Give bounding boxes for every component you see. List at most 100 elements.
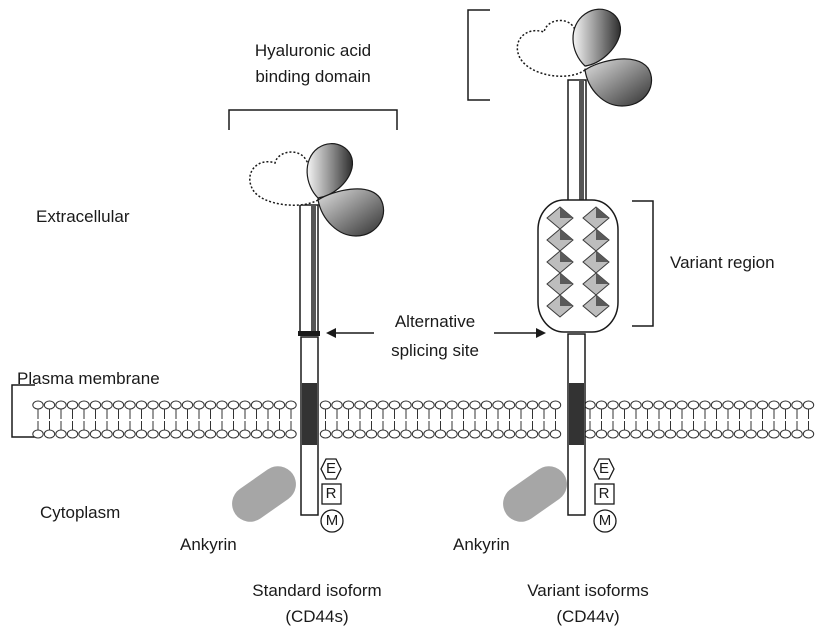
phospholipid-head	[539, 401, 549, 409]
phospholipid-head	[677, 401, 687, 409]
standard-erm-e: E	[319, 460, 343, 478]
phospholipid-head	[642, 430, 652, 438]
phospholipid-head	[631, 430, 641, 438]
phospholipid-head	[263, 430, 273, 438]
phospholipid-head	[228, 430, 238, 438]
phospholipid-head	[665, 430, 675, 438]
phospholipid-head	[688, 401, 698, 409]
phospholipid-head	[56, 430, 66, 438]
variant-isoform	[496, 9, 652, 532]
variant-upper-stalk-core	[579, 80, 584, 202]
phospholipid-head	[504, 401, 514, 409]
phospholipid-head	[447, 430, 457, 438]
phospholipid-head	[458, 401, 468, 409]
phospholipid-head	[723, 401, 733, 409]
phospholipid-head	[757, 430, 767, 438]
phospholipid-head	[44, 401, 54, 409]
phospholipid-head	[435, 430, 445, 438]
phospholipid-head	[504, 430, 514, 438]
phospholipid-head	[700, 430, 710, 438]
phospholipid-head	[711, 401, 721, 409]
standard-stalk-core	[311, 205, 316, 333]
phospholipid-head	[608, 401, 618, 409]
ankyrin-left-label: Ankyrin	[180, 534, 237, 556]
phospholipid-head	[481, 401, 491, 409]
phospholipid-head	[550, 401, 560, 409]
phospholipid-head	[159, 430, 169, 438]
phospholipid-head	[424, 401, 434, 409]
phospholipid-head	[194, 401, 204, 409]
phospholipid-head	[378, 430, 388, 438]
phospholipid-head	[780, 430, 790, 438]
phospholipid-head	[585, 401, 595, 409]
phospholipid-head	[723, 430, 733, 438]
phospholipid-head	[332, 401, 342, 409]
phospholipid-head	[366, 430, 376, 438]
standard-ankyrin	[225, 459, 303, 529]
standard-isoform-label-line2: (CD44s)	[222, 606, 412, 628]
alt-splicing-label-line1: Alternative	[360, 311, 510, 333]
phospholipid-head	[217, 430, 227, 438]
phospholipid-head	[734, 401, 744, 409]
phospholipid-head	[148, 401, 158, 409]
phospholipid-head	[332, 430, 342, 438]
phospholipid-head	[102, 430, 112, 438]
phospholipid-head	[470, 430, 480, 438]
phospholipid-head	[67, 430, 77, 438]
standard-erm-m: M	[320, 512, 344, 530]
phospholipid-head	[205, 401, 215, 409]
phospholipid-head	[780, 401, 790, 409]
phospholipid-head	[527, 430, 537, 438]
phospholipid-head	[769, 430, 779, 438]
ha-domain-label-line2: binding domain	[218, 66, 408, 88]
variant-transmembrane	[569, 383, 584, 445]
phospholipid-head	[90, 430, 100, 438]
phospholipid-head	[401, 401, 411, 409]
phospholipid-head	[79, 401, 89, 409]
standard-splice-mark	[298, 331, 320, 336]
phospholipid-head	[182, 430, 192, 438]
phospholipid-head	[355, 401, 365, 409]
phospholipid-head	[113, 430, 123, 438]
phospholipid-head	[286, 430, 296, 438]
ha-domain-bracket	[229, 110, 397, 130]
standard-petal-right	[318, 189, 384, 236]
membrane-upper-leaflet	[33, 401, 814, 419]
variant-ankyrin	[496, 459, 574, 529]
variant-isoform-label-line1: Variant isoforms	[493, 580, 683, 602]
phospholipid-head	[228, 401, 238, 409]
phospholipid-head	[56, 401, 66, 409]
phospholipid-head	[734, 430, 744, 438]
phospholipid-head	[585, 430, 595, 438]
phospholipid-head	[619, 430, 629, 438]
phospholipid-head	[79, 430, 89, 438]
phospholipid-head	[159, 401, 169, 409]
phospholipid-head	[700, 401, 710, 409]
phospholipid-head	[493, 430, 503, 438]
variant-erm-e: E	[592, 460, 616, 478]
phospholipid-head	[631, 401, 641, 409]
phospholipid-head	[90, 401, 100, 409]
phospholipid-head	[493, 401, 503, 409]
phospholipid-head	[470, 401, 480, 409]
phospholipid-head	[608, 430, 618, 438]
phospholipid-head	[792, 430, 802, 438]
phospholipid-head	[44, 430, 54, 438]
phospholipid-head	[125, 401, 135, 409]
splice-arrowhead-left	[326, 328, 336, 338]
phospholipid-head	[67, 401, 77, 409]
extracellular-label: Extracellular	[36, 206, 130, 228]
phospholipid-head	[654, 401, 664, 409]
phospholipid-head	[619, 401, 629, 409]
variant-erm-r: R	[592, 485, 616, 503]
phospholipid-head	[205, 430, 215, 438]
variant-region-label: Variant region	[670, 252, 775, 274]
plasma-membrane-label: Plasma membrane	[17, 368, 160, 390]
phospholipid-head	[286, 401, 296, 409]
phospholipid-head	[401, 430, 411, 438]
ankyrin-right-label: Ankyrin	[453, 534, 510, 556]
standard-isoform-label-line1: Standard isoform	[222, 580, 412, 602]
phospholipid-head	[424, 430, 434, 438]
splice-arrowhead-right	[536, 328, 546, 338]
phospholipid-head	[113, 401, 123, 409]
